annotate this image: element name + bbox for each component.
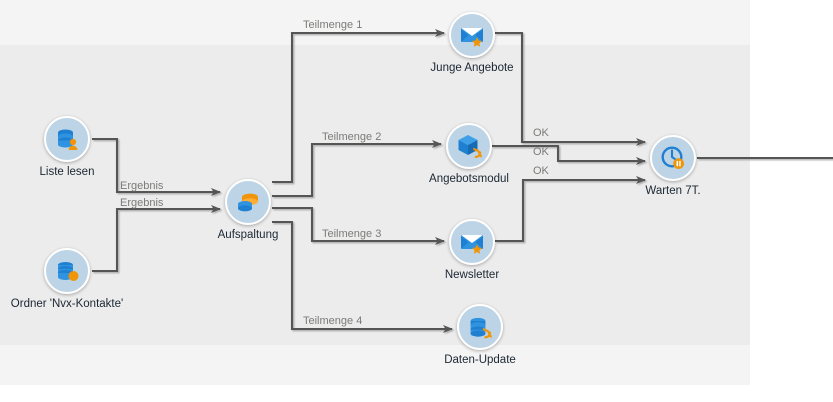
edge-aufspaltung-to-junge-angebote <box>272 29 445 184</box>
edge-aufspaltung-to-daten-update <box>272 220 453 333</box>
node-label-aufspaltung: Aufspaltung <box>217 229 279 241</box>
edge-label-teilmenge-4: Teilmenge 4 <box>303 315 363 327</box>
edge-label-teilmenge-2: Teilmenge 2 <box>322 131 382 143</box>
node-label-daten-update: Daten-Update <box>444 354 516 366</box>
split-database-icon[interactable] <box>225 179 271 225</box>
node-label-ordner-nvx-kontakte: Ordner 'Nvx-Kontakte' <box>10 298 124 310</box>
edge-liste-lesen-to-aufspaltung <box>92 137 221 196</box>
edge-angebotsmodul-to-warten <box>492 144 646 165</box>
database-user-icon[interactable] <box>44 116 90 162</box>
edge-label-ok-1: OK <box>533 127 549 139</box>
cube-refresh-icon[interactable] <box>446 123 492 169</box>
mail-star-icon[interactable] <box>449 12 495 58</box>
canvas-band-bottom <box>0 345 750 385</box>
canvas-surface <box>0 45 750 345</box>
edge-aufspaltung-to-angebotsmodul <box>272 140 442 198</box>
database-refresh-icon[interactable] <box>457 304 503 350</box>
edge-label-teilmenge-3: Teilmenge 3 <box>322 228 382 240</box>
edge-label-teilmenge-1: Teilmenge 1 <box>303 19 363 31</box>
edge-junge-angebote-to-warten <box>495 31 646 146</box>
node-label-angebotsmodul: Angebotsmodul <box>429 173 509 185</box>
edge-newsletter-to-warten <box>495 176 646 243</box>
mail-star-icon[interactable] <box>449 219 495 265</box>
database-dot-icon[interactable] <box>44 248 90 294</box>
canvas-band-top <box>0 0 750 45</box>
node-label-junge-angebote: Junge Angebote <box>430 62 514 74</box>
edge-ordner-to-aufspaltung <box>92 205 221 273</box>
clock-pause-icon[interactable] <box>650 135 696 181</box>
node-label-liste-lesen: Liste lesen <box>39 166 95 178</box>
edge-label-ok-2: OK <box>533 146 549 158</box>
edge-aufspaltung-to-newsletter <box>272 206 445 245</box>
edge-label-ergebnis-2: Ergebnis <box>120 197 164 209</box>
node-label-newsletter: Newsletter <box>444 269 500 281</box>
node-label-warten-7t: Warten 7T. <box>645 185 701 197</box>
edge-label-ok-3: OK <box>533 165 549 177</box>
edge-label-ergebnis-1: Ergebnis <box>120 180 164 192</box>
